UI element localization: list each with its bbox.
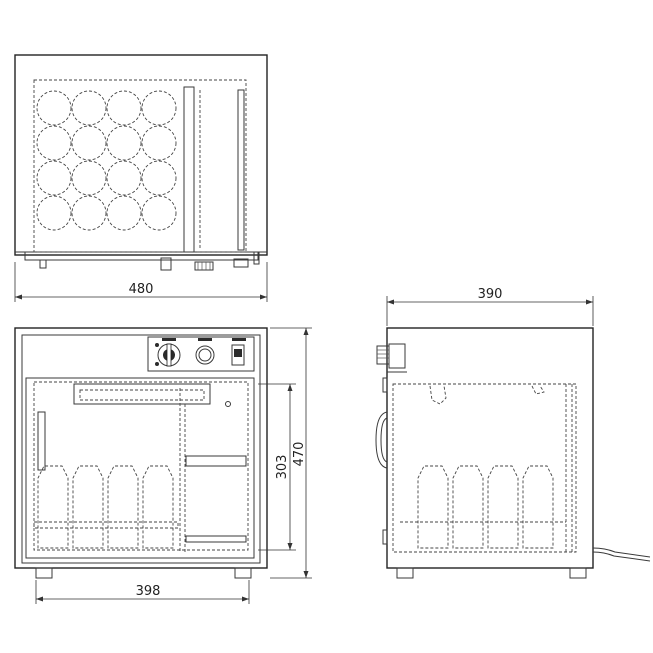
- power-cord: [592, 547, 651, 558]
- side-foot-front: [396, 567, 414, 579]
- dimension-top-width: 480: [14, 262, 268, 302]
- top-view-outline: [14, 54, 268, 256]
- side-bottles: [417, 465, 554, 549]
- side-handle: [375, 411, 388, 469]
- power-switch: [231, 344, 245, 366]
- dimension-front-height: 470: [270, 327, 312, 579]
- front-foot-left: [35, 567, 53, 579]
- side-view-outline: [386, 327, 594, 569]
- front-door: [25, 377, 255, 559]
- side-foot-rear: [569, 567, 587, 579]
- front-foot-right: [234, 567, 252, 579]
- dimension-side-depth: 390: [386, 287, 594, 326]
- dimension-front-inner-height: 303: [258, 383, 296, 551]
- front-view: 398 303 470: [14, 327, 312, 604]
- dimension-label-470: 470: [292, 442, 307, 467]
- top-view-inner-compartment: [33, 79, 247, 253]
- dimension-label-390: 390: [478, 287, 503, 302]
- top-view: 480: [14, 54, 268, 302]
- dimension-label-480: 480: [129, 282, 154, 297]
- door-handle: [37, 411, 46, 471]
- top-view-knob: [160, 257, 172, 271]
- side-view-inner: [392, 383, 577, 553]
- dimension-label-303: 303: [275, 455, 290, 480]
- top-view-bottles: [36, 90, 177, 231]
- control-panel: [147, 336, 255, 372]
- front-view-outline: [14, 327, 268, 569]
- control-panel-frame: [147, 336, 255, 372]
- timer-knob: [195, 345, 215, 365]
- top-view-divider: [183, 86, 195, 253]
- top-view-base: [24, 251, 259, 261]
- front-bottles: [37, 465, 174, 549]
- side-view: 390: [375, 287, 651, 579]
- dimension-front-inner-width: 398: [35, 580, 250, 604]
- dimension-label-398: 398: [136, 584, 161, 599]
- top-view-dial: [194, 261, 214, 271]
